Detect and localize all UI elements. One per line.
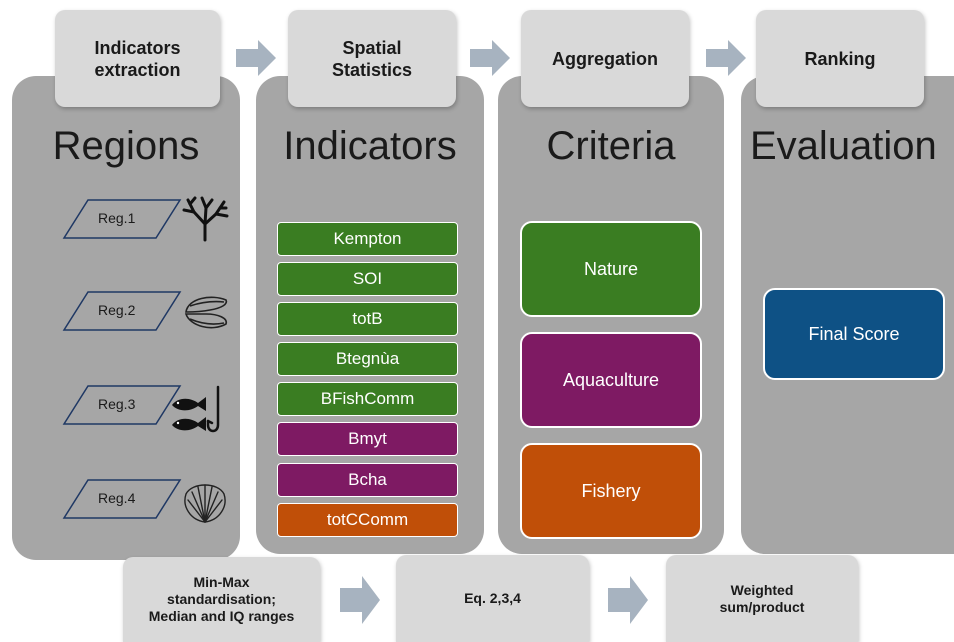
method-minmax: Min-Max standardisation; Median and IQ r… [123, 557, 320, 642]
indicator-bmyt: Bmyt [277, 422, 458, 456]
method-label: Weighted sum/product [719, 581, 805, 615]
indicator-bcha: Bcha [277, 463, 458, 497]
region-label: Reg.4 [98, 490, 136, 506]
coral-icon [182, 196, 229, 242]
indicator-kempton: Kempton [277, 222, 458, 256]
region-shape [62, 385, 182, 425]
region-label: Reg.2 [98, 302, 136, 318]
indicator-btegnua: Btegnùa [277, 342, 458, 376]
method-label: Eq. 2,3,4 [464, 590, 521, 606]
stage-indicators-extraction: Indicators extraction [55, 10, 220, 107]
indicator-soi: SOI [277, 262, 458, 296]
stage-aggregation: Aggregation [521, 10, 689, 107]
criterion-nature: Nature [520, 221, 702, 317]
indicator-bfishcomm: BFishComm [277, 382, 458, 416]
region-shape [62, 199, 182, 239]
stage-label: Spatial Statistics [331, 37, 413, 80]
panel-title-regions: Regions [52, 124, 200, 168]
arrow-right-icon [608, 576, 648, 624]
method-label: Min-Max standardisation; Median and IQ r… [148, 574, 295, 624]
criterion-fishery: Fishery [520, 443, 702, 539]
stage-ranking: Ranking [756, 10, 924, 107]
stage-label: Ranking [804, 48, 876, 69]
indicator-totb: totB [277, 302, 458, 336]
region-shape [62, 291, 182, 331]
arrow-right-icon [470, 40, 510, 76]
method-weighted-sum: Weighted sum/product [666, 555, 858, 642]
stage-label: Aggregation [552, 48, 658, 69]
criterion-aquaculture: Aquaculture [520, 332, 702, 428]
region-label: Reg.1 [98, 210, 136, 226]
panel-title-evaluation: Evaluation [750, 124, 937, 168]
final-score-box: Final Score [763, 288, 945, 380]
arrow-right-icon [236, 40, 276, 76]
method-equations: Eq. 2,3,4 [396, 555, 589, 642]
fish-hook-icon [172, 385, 220, 433]
mussel-icon [184, 296, 228, 329]
indicator-totccomm: totCComm [277, 503, 458, 537]
panel-title-indicators: Indicators [283, 124, 457, 168]
stage-spatial-statistics: Spatial Statistics [288, 10, 456, 107]
stage-label: Indicators extraction [94, 37, 181, 80]
arrow-right-icon [340, 576, 380, 624]
region-label: Reg.3 [98, 396, 136, 412]
region-shape [62, 479, 182, 519]
arrow-right-icon [706, 40, 746, 76]
scallop-icon [184, 484, 226, 523]
panel-title-criteria: Criteria [546, 124, 676, 168]
